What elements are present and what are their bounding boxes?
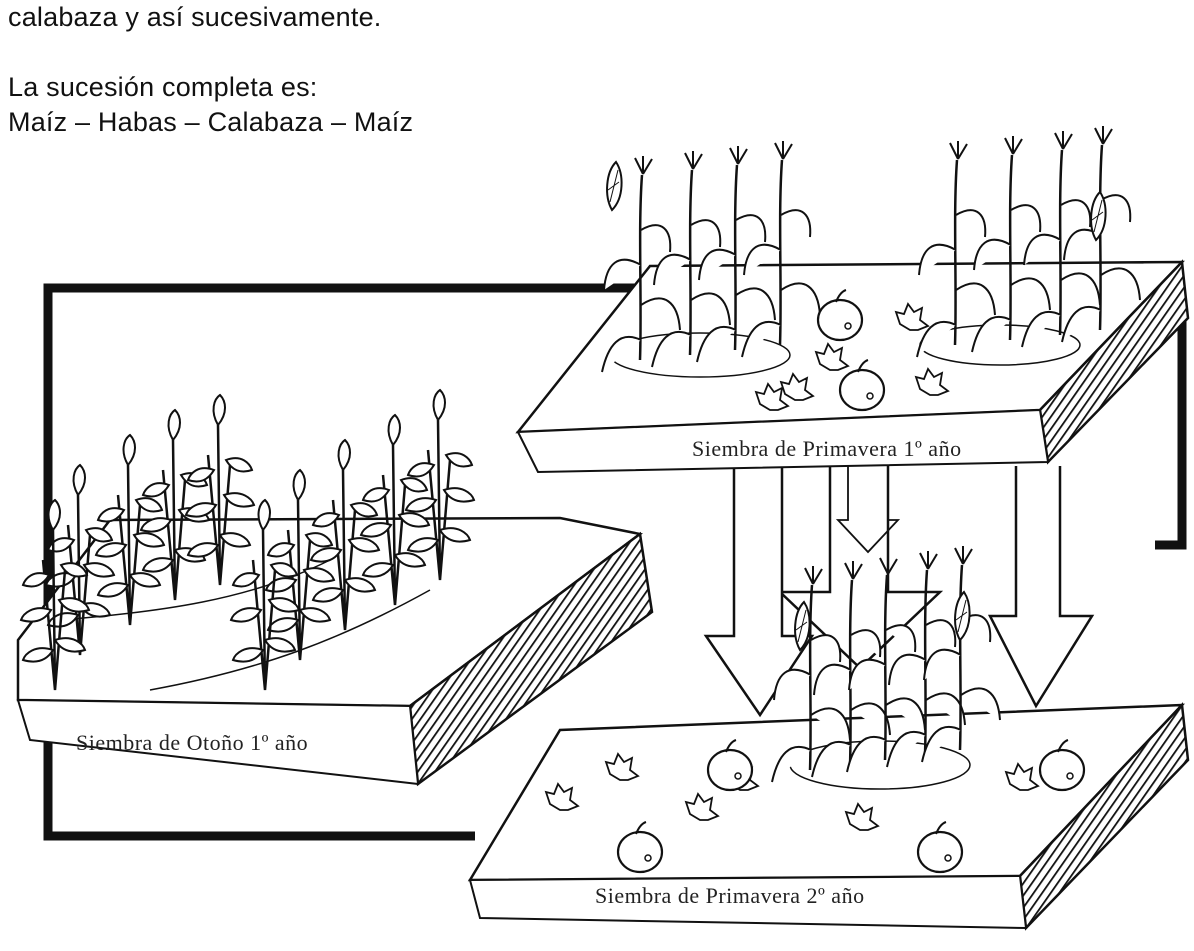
plot-spring-year-1: Siembra de Primavera 1º año — [518, 126, 1188, 472]
caption-spring-year-2: Siembra de Primavera 2º año — [595, 883, 865, 908]
caption-autumn-year-1: Siembra de Otoño 1º año — [76, 730, 308, 755]
arrow-down-right — [990, 466, 1092, 706]
caption-spring-year-1: Siembra de Primavera 1º año — [692, 436, 962, 461]
